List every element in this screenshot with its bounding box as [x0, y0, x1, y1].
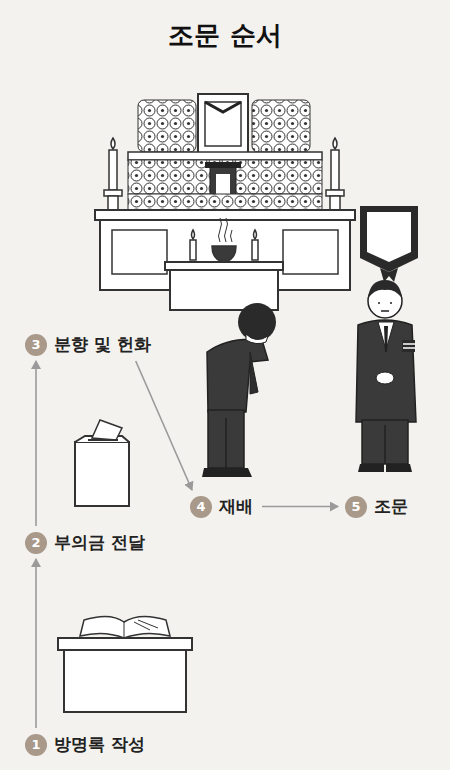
- step-item: 5 조문: [345, 495, 408, 518]
- flow-arrow: [262, 506, 338, 508]
- mourning-banner: [360, 206, 418, 282]
- tablet: [205, 162, 241, 168]
- step-item: 2 부의금 전달: [25, 531, 145, 554]
- callout-number: 1: [25, 734, 47, 756]
- step-label: 분향 및 헌화: [54, 333, 151, 356]
- mourning-ribbon: [205, 102, 241, 112]
- altar-top: [95, 210, 355, 220]
- shelf: [128, 152, 322, 160]
- flower-bank: [128, 194, 322, 210]
- callout-number: 4: [190, 496, 212, 518]
- altar-panel: [112, 230, 167, 274]
- step-item: 4 재배: [190, 495, 253, 518]
- donation-box: [75, 420, 129, 506]
- standing-person: [356, 280, 416, 472]
- guestbook-table: [58, 616, 192, 712]
- flower-bank: [252, 100, 310, 152]
- callout-number: 5: [345, 496, 367, 518]
- step-label: 부의금 전달: [54, 531, 145, 554]
- callout-number: 3: [25, 334, 47, 356]
- step-item: 1 방명록 작성: [25, 733, 145, 756]
- step-label: 재배: [219, 495, 253, 518]
- flow-arrow: [35, 361, 37, 526]
- incense-table: [165, 262, 283, 270]
- bowing-person: [202, 303, 276, 477]
- altar-panel: [283, 230, 338, 274]
- incense-set: [190, 218, 258, 262]
- flow-arrow: [35, 559, 37, 728]
- step-item: 3 분향 및 헌화: [25, 333, 151, 356]
- flower-bank: [138, 100, 196, 152]
- portrait: [205, 102, 241, 146]
- flow-arrow: [136, 361, 192, 490]
- step-label: 조문: [374, 495, 408, 518]
- step-label: 방명록 작성: [54, 733, 145, 756]
- candle: [104, 138, 344, 210]
- portrait-frame: [198, 94, 248, 154]
- title: 조문 순서: [0, 18, 450, 53]
- callout-number: 2: [25, 532, 47, 554]
